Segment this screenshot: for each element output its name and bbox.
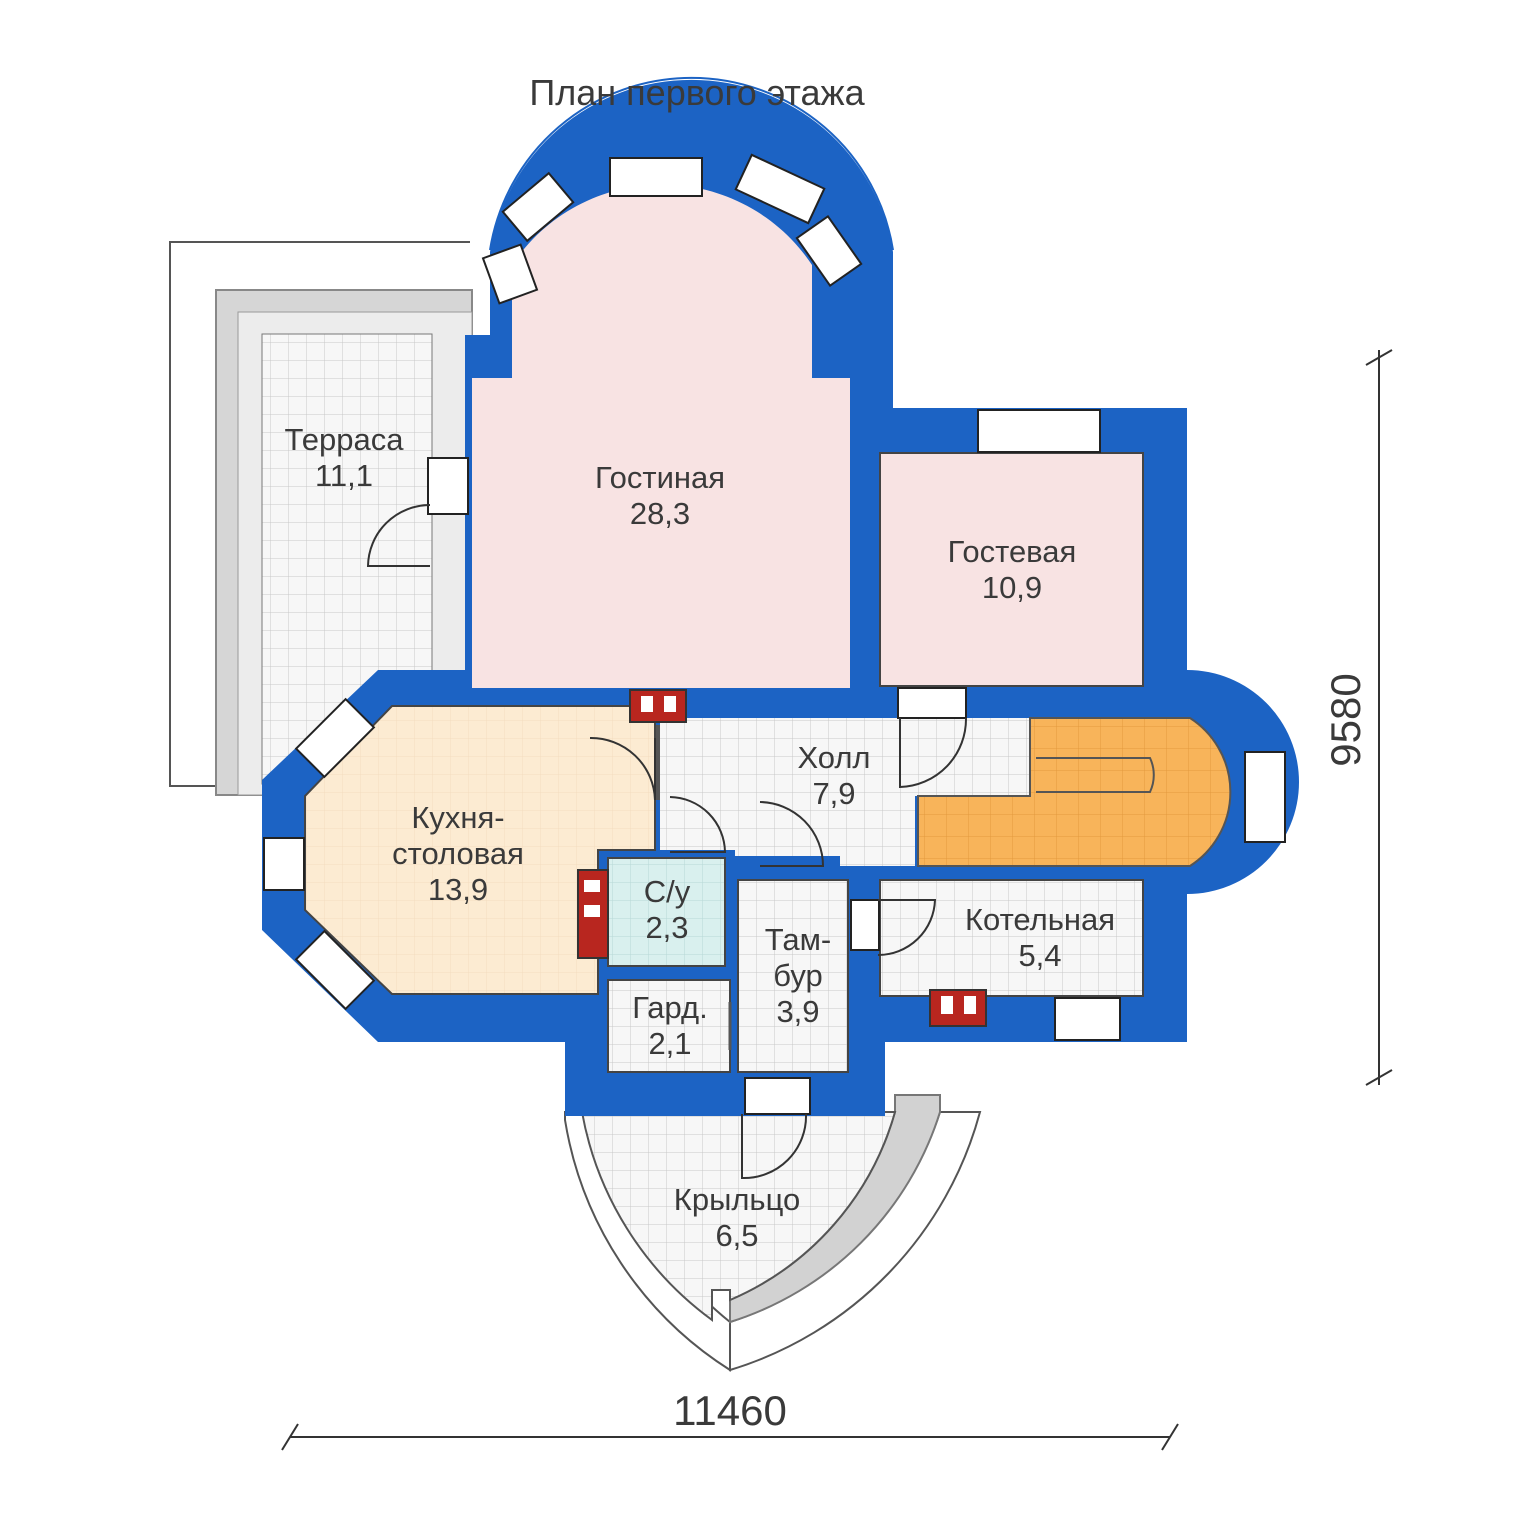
plan-title: План первого этажа [529,72,865,113]
porch-area [564,1094,982,1372]
windows [263,153,1286,1115]
terrace-window [427,457,469,515]
vestibule-floor [737,879,849,1073]
kitchen-name-2: столовая [392,836,524,871]
hall-floor [660,718,1030,866]
stair-window [1244,751,1286,843]
living-room-name: Гостиная [595,460,725,495]
guest-door-opening [897,687,967,719]
bay-window-5 [481,243,539,305]
chimneys [577,689,987,1027]
kitchen-window-nw [294,697,376,779]
porch-area-value: 6,5 [715,1218,758,1253]
kitchen-window-sw [294,929,376,1011]
chimney-north [629,689,687,723]
living-room-floor [472,184,850,689]
hall-name: Холл [797,740,870,775]
wardrobe-floor [607,979,731,1073]
height-dimension: 9580 [1322,673,1369,766]
width-dimension: 11460 [673,1387,787,1434]
terrace-area-value: 11,1 [315,458,373,493]
boiler-door-opening [850,899,880,951]
wardrobe-area: 2,1 [648,1026,691,1061]
dimension-lines [281,349,1393,1451]
porch-name: Крыльцо [674,1182,800,1217]
bathroom-floor [607,857,726,967]
boiler-window [1054,997,1121,1041]
guest-room-name: Гостевая [948,534,1077,569]
hall-area: 7,9 [812,776,855,811]
bay-window-3 [734,153,826,225]
vestibule-area: 3,9 [776,994,819,1029]
guest-room-area: 10,9 [982,570,1042,605]
boiler-room-name: Котельная [965,902,1115,937]
room-floors [304,184,1232,1073]
doors [366,504,968,1180]
bay-window-2 [609,157,703,197]
living-room-area: 28,3 [630,496,690,531]
bay-window-4 [795,214,863,288]
wardrobe-name: Гард. [632,990,708,1025]
vestibule-name-1: Там- [765,922,831,957]
bathroom-area: 2,3 [645,910,688,945]
entry-door-opening [744,1077,811,1115]
kitchen-area: 13,9 [428,872,488,907]
vestibule-name-2: бур [773,958,822,993]
bathroom-name: С/у [644,874,691,909]
guest-window [977,409,1101,453]
terrace-name: Терраса [285,422,405,457]
kitchen-window-west [263,837,305,891]
chimney-south [929,989,987,1027]
kitchen-name-1: Кухня- [411,800,504,835]
boiler-room-area: 5,4 [1018,938,1061,973]
bay-window-1 [501,171,575,243]
